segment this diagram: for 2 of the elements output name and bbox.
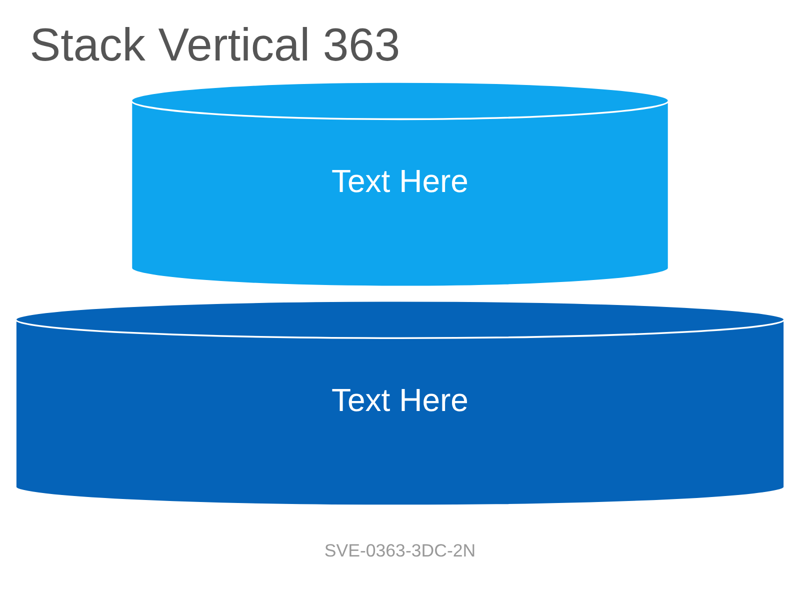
diagram-title: Stack Vertical 363: [30, 18, 400, 70]
label: SVE-0363-3DC-2N: [324, 540, 476, 560]
